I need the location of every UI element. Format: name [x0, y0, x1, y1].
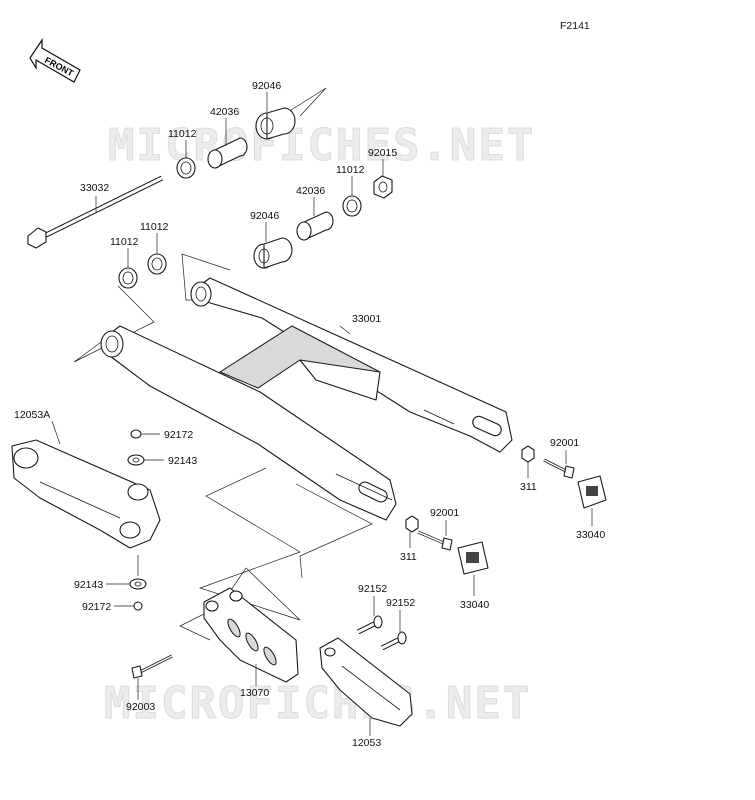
chain-slider-12053A	[11, 439, 161, 549]
bolt-92152-a	[356, 596, 383, 635]
bolt-92001-right	[543, 450, 575, 479]
leader-upper-bracket	[287, 87, 327, 117]
callout-33032: 33032	[80, 182, 109, 194]
callout-311-mid: 311	[400, 551, 417, 563]
callout-92003: 92003	[126, 701, 155, 713]
washer-92143-top	[127, 454, 164, 466]
bolt-92172-bot	[133, 601, 143, 611]
callout-92143-top: 92143	[168, 455, 197, 467]
callout-92015: 92015	[368, 147, 397, 159]
callout-13070: 13070	[240, 687, 269, 699]
bolt-92172-top	[130, 429, 160, 439]
callout-33040-right: 33040	[576, 529, 605, 541]
washer-92143-bot	[129, 555, 147, 590]
callout-11012-b: 11012	[336, 164, 365, 176]
callout-92046-top: 92046	[252, 80, 281, 92]
collar-92046-top	[255, 107, 296, 140]
leader-12053A	[51, 420, 61, 445]
bolt-92001-mid	[417, 520, 453, 551]
leader-zigzag-left	[179, 467, 301, 641]
callout-33001: 33001	[352, 313, 381, 325]
bolt-92003	[131, 654, 173, 700]
sleeve-42036-mid	[296, 211, 334, 241]
callout-92046-mid: 92046	[250, 210, 279, 222]
callout-12053A: 12053A	[14, 409, 50, 421]
seal-11012-d	[118, 267, 138, 289]
collar-92046-mid	[253, 237, 293, 269]
chain-guide-13070	[203, 587, 299, 686]
plate-33040-right	[577, 475, 607, 526]
callout-11012-c: 11012	[140, 221, 169, 233]
callout-92172-bot: 92172	[82, 601, 111, 613]
nut-92015	[373, 175, 393, 199]
callout-92152-b: 92152	[386, 597, 415, 609]
callout-92152-a: 92152	[358, 583, 387, 595]
seal-11012-b	[342, 195, 362, 217]
pivot-shaft	[27, 175, 164, 249]
sleeve-42036-top	[207, 137, 248, 169]
nut-311-right	[521, 445, 535, 478]
callout-11012-a: 11012	[168, 128, 197, 140]
callout-42036-mid: 42036	[296, 185, 325, 197]
front-arrow-icon: FRONT	[29, 38, 81, 83]
watermark-bottom: MICROFICHES.NET	[104, 678, 531, 729]
chain-slider-12053	[319, 637, 413, 736]
plate-33040-mid	[457, 541, 489, 596]
bolt-92152-b	[380, 610, 407, 651]
seal-11012-c	[147, 253, 167, 275]
callout-92172-top: 92172	[164, 429, 193, 441]
seal-11012-a	[176, 157, 196, 179]
callout-311-right: 311	[520, 481, 537, 493]
swingarm	[100, 277, 513, 521]
callout-11012-d: 11012	[110, 236, 139, 248]
callout-42036-top: 42036	[210, 106, 239, 118]
callout-92001-right: 92001	[550, 437, 579, 449]
callout-92143-bot: 92143	[74, 579, 103, 591]
callout-33040-mid: 33040	[460, 599, 489, 611]
callout-12053: 12053	[352, 737, 381, 749]
callout-92001-mid: 92001	[430, 507, 459, 519]
leader-zigzag-right	[295, 483, 373, 579]
figure-code: F2141	[560, 20, 590, 32]
nut-311-mid	[405, 515, 419, 548]
